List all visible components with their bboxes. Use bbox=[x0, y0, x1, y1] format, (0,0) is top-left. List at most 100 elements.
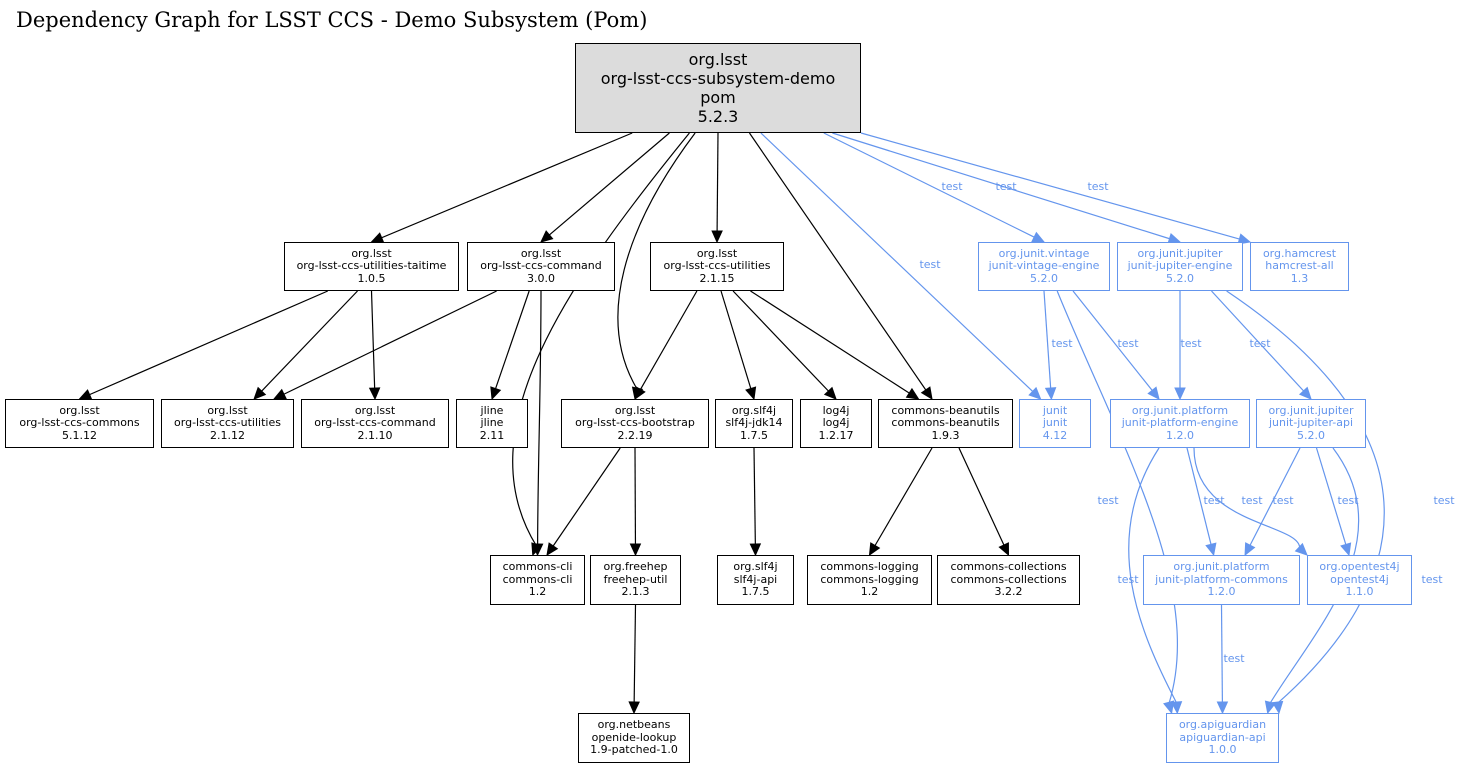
node-version: 5.2.0 bbox=[1297, 428, 1325, 442]
edge-root-to-bootstrap bbox=[617, 132, 696, 390]
edge-root-to-jupiterengine bbox=[832, 132, 1171, 240]
node-version: 1.3 bbox=[1290, 271, 1309, 285]
edge-label: test bbox=[1117, 337, 1139, 350]
node-artifact: org-lsst-ccs-utilities-taitime bbox=[296, 259, 447, 273]
edge-root-to-beanutils bbox=[748, 132, 927, 392]
edge-label: test bbox=[919, 258, 941, 271]
edge-platformengine-to-platformcommons bbox=[1186, 447, 1212, 546]
node-group: org.lsst bbox=[207, 403, 248, 417]
node-version: 2.1.15 bbox=[699, 271, 735, 285]
arrowhead bbox=[1264, 700, 1277, 715]
edge-root-to-taitime bbox=[380, 132, 633, 239]
edge-root-to-vintage bbox=[823, 132, 1036, 239]
edge-command300-to-cli bbox=[537, 290, 542, 546]
arrowhead bbox=[1340, 542, 1352, 557]
arrowhead bbox=[1216, 701, 1229, 715]
node-group: org.junit.vintage bbox=[998, 246, 1090, 260]
edge-root-to-cli bbox=[512, 132, 690, 546]
arrowhead bbox=[868, 542, 881, 557]
edge-utilities2115-to-beanutils bbox=[750, 290, 911, 395]
edge-jupiterengine-to-jupiterapi bbox=[1211, 290, 1305, 393]
arrowhead bbox=[905, 387, 920, 400]
edge-jupiterapi-to-platformcommons bbox=[1249, 447, 1301, 547]
edge-label: test bbox=[1421, 573, 1443, 586]
node-artifact: commons-logging bbox=[820, 572, 919, 586]
node-group: commons-beanutils bbox=[891, 403, 1000, 417]
edge-label: test bbox=[1203, 494, 1225, 507]
node-version: 1.2.0 bbox=[1207, 585, 1236, 599]
edge-root-to-junit bbox=[760, 132, 1034, 393]
node-version: 5.2.0 bbox=[1030, 271, 1058, 285]
node-group: commons-cli bbox=[502, 560, 573, 574]
edge-label: test bbox=[1223, 652, 1245, 665]
arrowhead bbox=[745, 386, 757, 401]
node-artifact: org-lsst-ccs-utilities bbox=[663, 259, 771, 273]
node-version: 3.0.0 bbox=[527, 271, 555, 285]
edge-bootstrap-to-cli bbox=[552, 447, 621, 548]
node-artifact: org-lsst-ccs-bootstrap bbox=[575, 416, 695, 430]
node-group: org.lsst bbox=[696, 246, 738, 260]
arrowhead bbox=[370, 232, 385, 243]
node-artifact: org-lsst-ccs-command bbox=[314, 416, 436, 430]
edge-root-to-utilities2115 bbox=[716, 132, 719, 233]
edge-label: test bbox=[1272, 494, 1294, 507]
node-artifact: junit-jupiter-api bbox=[1268, 416, 1354, 430]
arrowhead bbox=[749, 543, 762, 557]
node-version: 1.2 bbox=[860, 585, 879, 599]
edge-label: test bbox=[1241, 494, 1263, 507]
arrowhead bbox=[629, 543, 642, 557]
node-artifact: junit-vintage-engine bbox=[988, 259, 1100, 273]
edge-utilities2115-to-bootstrap bbox=[639, 290, 698, 391]
node-version: 4.12 bbox=[1042, 428, 1068, 442]
arrowhead bbox=[823, 386, 837, 400]
arrowhead bbox=[78, 389, 93, 400]
node-version: 1.0.0 bbox=[1208, 743, 1237, 757]
node-group: org.lsst bbox=[520, 246, 562, 260]
arrowhead bbox=[1044, 387, 1057, 401]
edge-label: test bbox=[1433, 494, 1455, 507]
node-group: org.junit.jupiter bbox=[1137, 246, 1223, 260]
node-type: pom bbox=[700, 88, 736, 107]
node-group: log4j bbox=[822, 403, 850, 417]
arrowhead bbox=[368, 387, 381, 401]
node-version: 2.1.3 bbox=[621, 585, 650, 599]
node-group: org.lsst bbox=[688, 50, 748, 69]
edge-label: test bbox=[1097, 494, 1119, 507]
edge-utilities2115-to-log4j bbox=[732, 290, 830, 393]
arrowhead bbox=[1298, 386, 1312, 400]
edge-command300-to-utilities2112 bbox=[282, 290, 497, 396]
edge-freehep-to-openide bbox=[633, 604, 637, 704]
edge-platformengine-to-opentest4j bbox=[1193, 447, 1301, 549]
arrowhead bbox=[628, 701, 640, 715]
node-artifact: commons-beanutils bbox=[891, 416, 1000, 430]
edge-utilities2115-to-jdk14 bbox=[720, 290, 752, 390]
